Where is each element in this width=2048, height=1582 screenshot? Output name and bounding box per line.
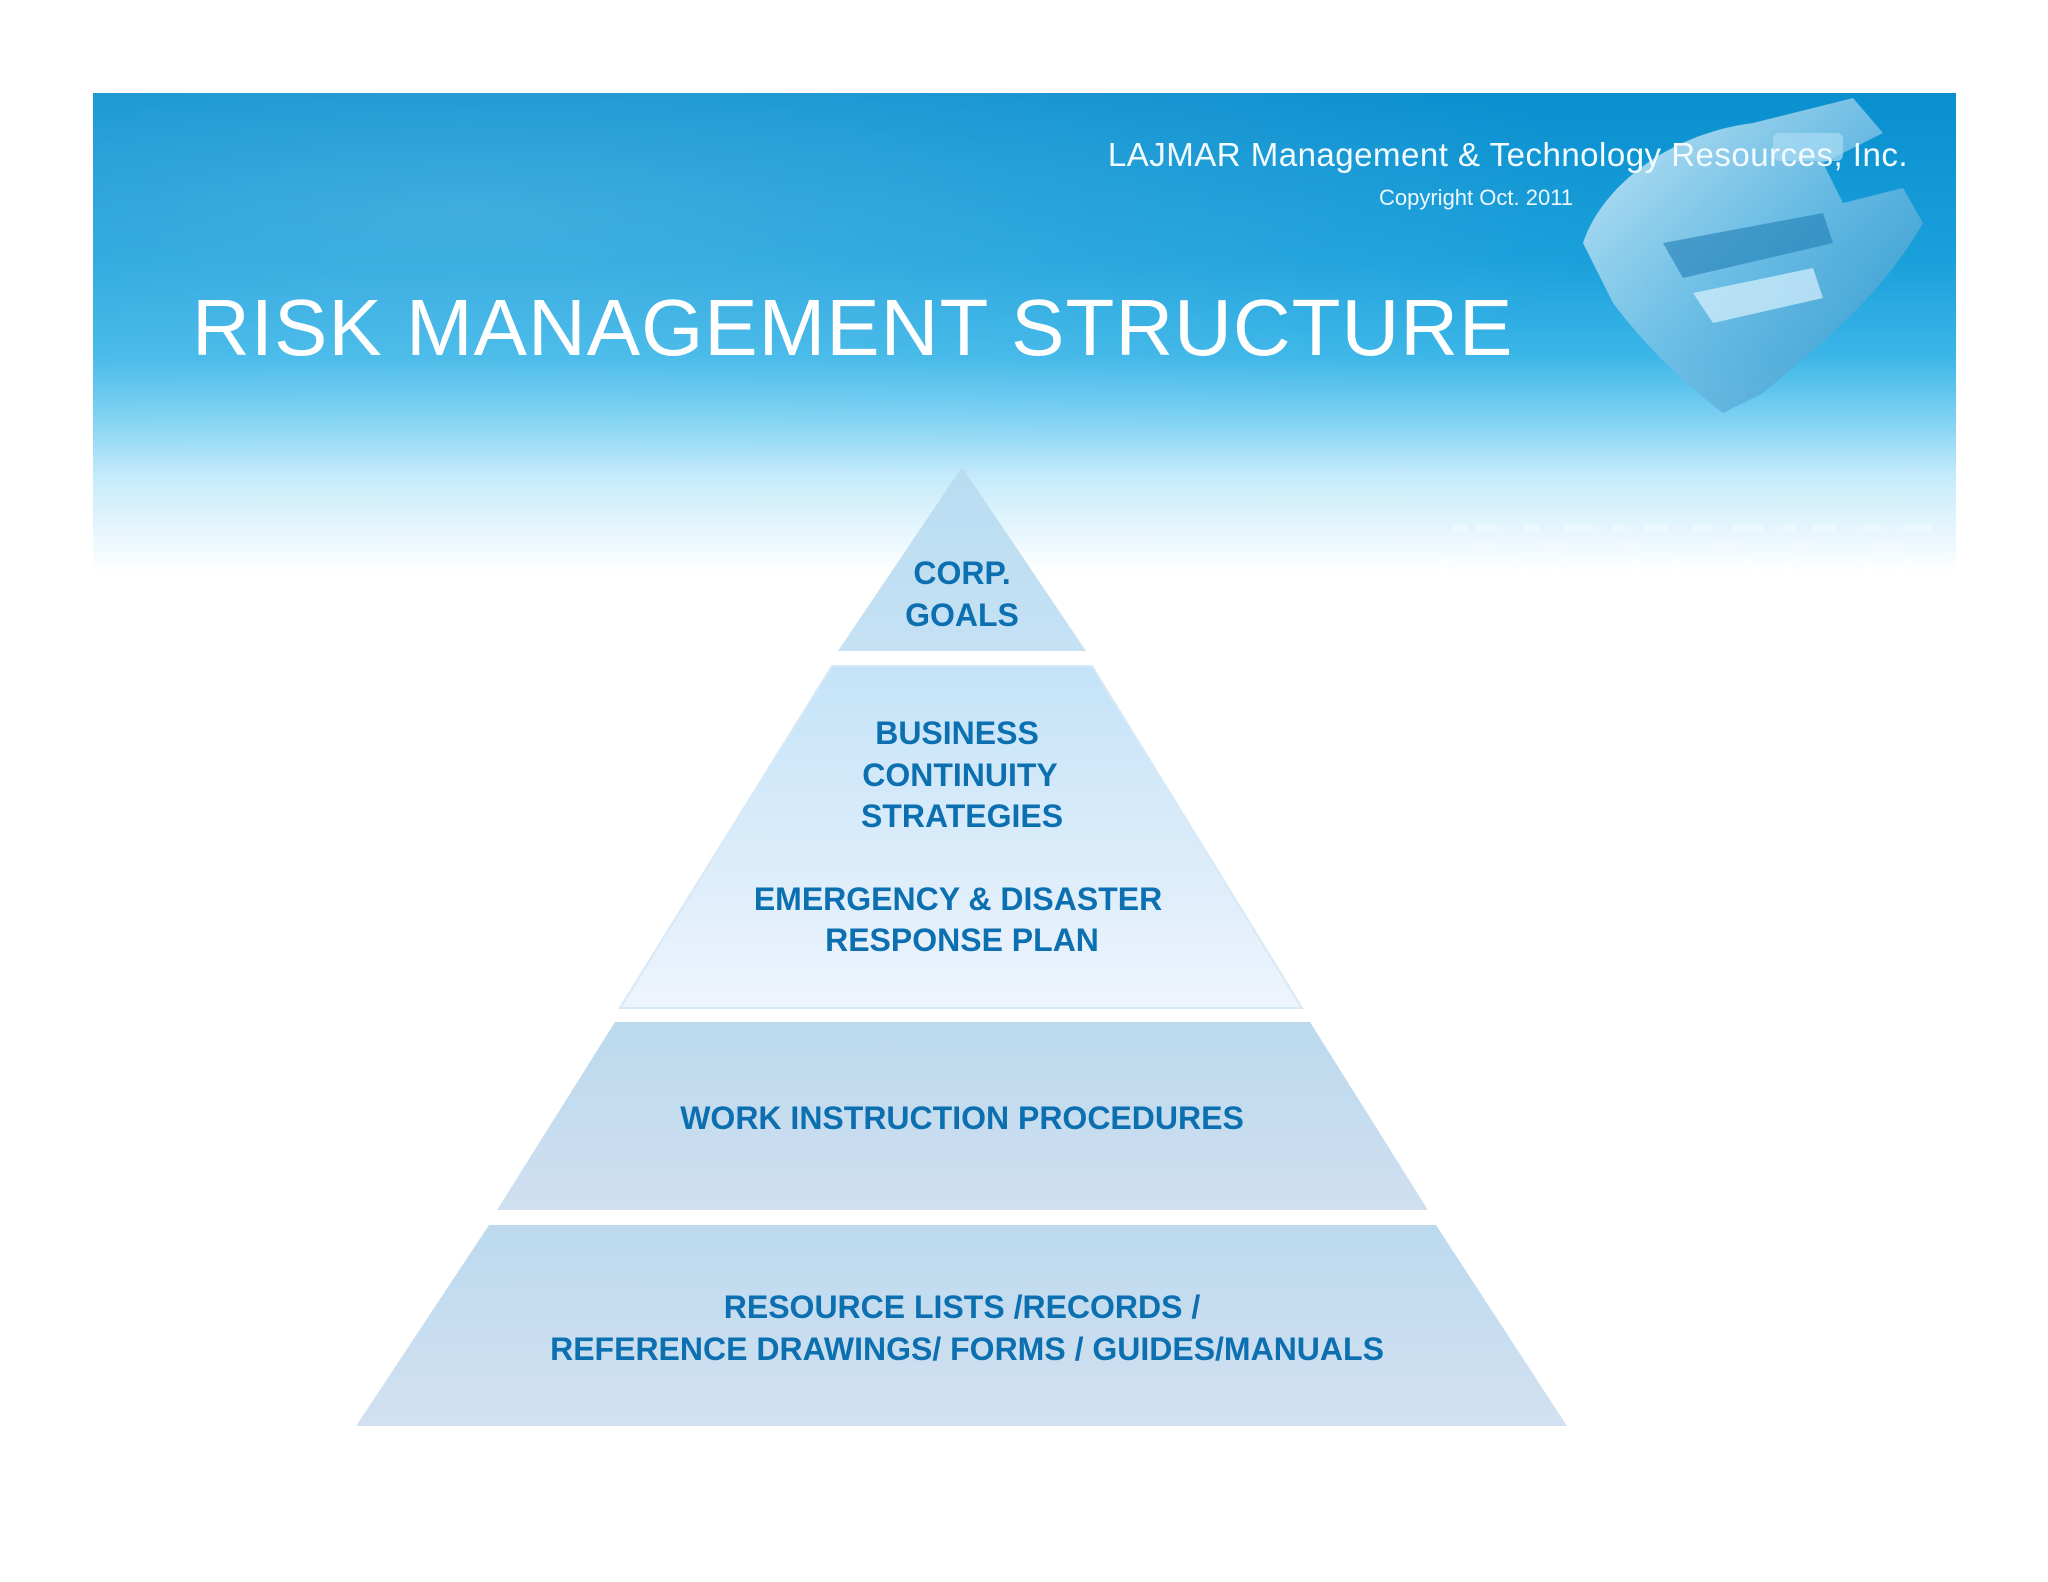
tier-2-line-5: RESPONSE PLAN [825,922,1099,958]
tier-2-line-4: EMERGENCY & DISASTER [754,881,1162,917]
tier-1-line-1: CORP. [913,555,1010,591]
company-name: LAJMAR Management & Technology Resources… [1107,136,1908,173]
copyright-text: Copyright Oct. 2011 [1379,185,1574,210]
tier-1-line-2: GOALS [905,597,1019,633]
circuit-grid-icon [1441,525,1943,630]
tier-2-line-1: BUSINESS [875,715,1039,751]
page-title: RISK MANAGEMENT STRUCTURE [192,283,1514,372]
tier-2-line-3: STRATEGIES [861,798,1063,834]
tier-resource-lists [356,1225,1567,1426]
tier-business-continuity [618,665,1304,1009]
tier-4-line-1: RESOURCE LISTS /RECORDS / [724,1289,1201,1325]
wrench-icon [1583,98,1923,413]
tier-3-line-1: WORK INSTRUCTION PROCEDURES [680,1100,1244,1136]
tier-corp-goals [838,467,1086,651]
tier-2-line-2: CONTINUITY [862,757,1058,793]
tier-work-instruction [497,1022,1428,1210]
header-banner [93,93,1956,630]
tier-4-line-2: REFERENCE DRAWINGS/ FORMS / GUIDES/MANUA… [550,1331,1384,1367]
